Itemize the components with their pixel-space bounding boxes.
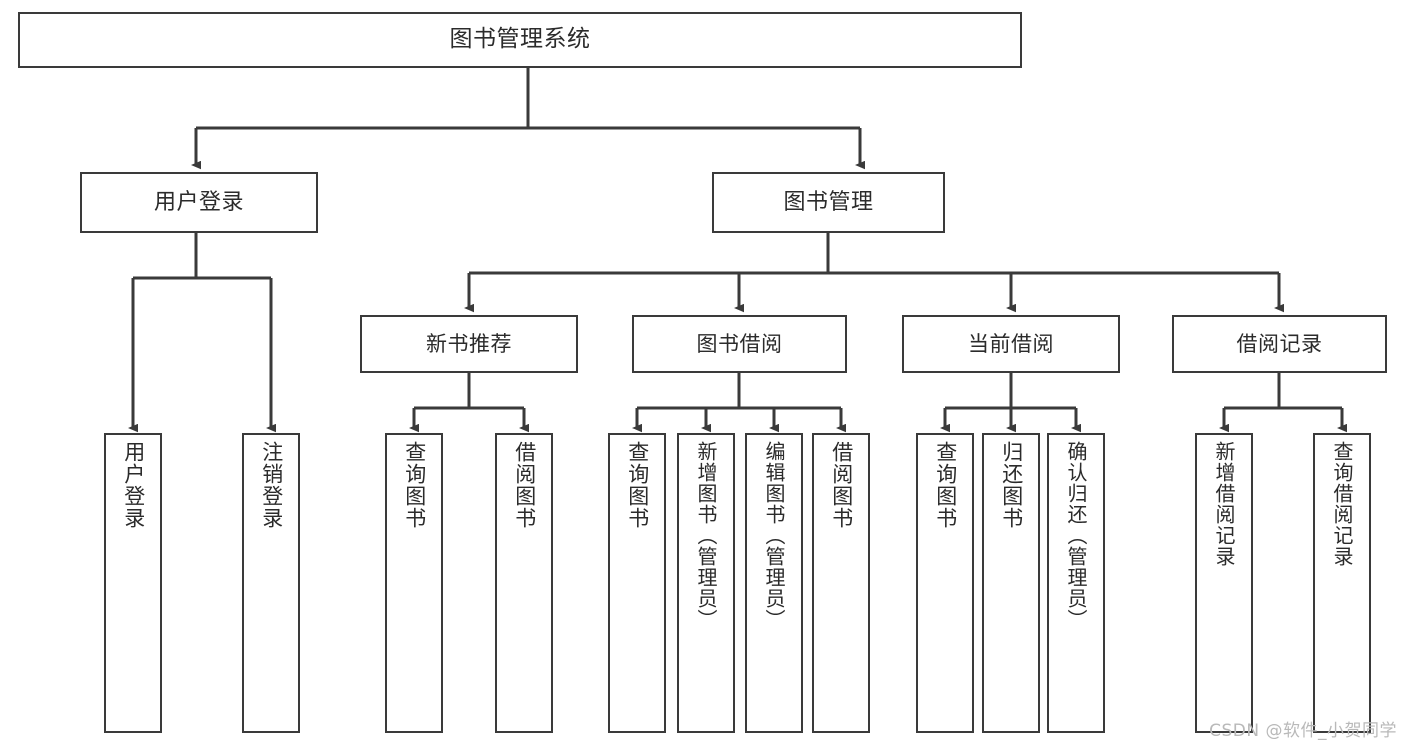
node-borrow-record[interactable]: 借阅记录 (1172, 315, 1387, 373)
node-user-login-label: 用户登录 (153, 189, 244, 215)
node-leaf-query-book-1[interactable]: 查询图书 (385, 433, 443, 733)
node-borrow-record-label: 借阅记录 (1236, 331, 1323, 356)
node-leaf-query-book-1-label: 查询图书 (402, 441, 427, 529)
node-leaf-query-book-3-label: 查询图书 (933, 441, 958, 529)
node-leaf-add-book-label: 新增图书（管理员） (694, 441, 718, 630)
node-leaf-add-book[interactable]: 新增图书（管理员） (677, 433, 735, 733)
node-leaf-return-book[interactable]: 归还图书 (982, 433, 1040, 733)
node-leaf-logout-label: 注销登录 (259, 441, 284, 529)
node-book-management[interactable]: 图书管理 (712, 172, 945, 233)
node-leaf-borrow-book-1-label: 借阅图书 (512, 441, 537, 529)
node-book-borrow-label: 图书借阅 (696, 331, 783, 356)
node-leaf-edit-book-label: 编辑图书（管理员） (762, 441, 786, 630)
node-leaf-borrow-book-2[interactable]: 借阅图书 (812, 433, 870, 733)
node-leaf-query-book-2[interactable]: 查询图书 (608, 433, 666, 733)
node-book-management-label: 图书管理 (783, 189, 874, 215)
node-root[interactable]: 图书管理系统 (18, 12, 1022, 68)
node-leaf-return-book-label: 归还图书 (999, 441, 1024, 529)
node-book-borrow[interactable]: 图书借阅 (632, 315, 847, 373)
node-leaf-add-borrow-record-label: 新增借阅记录 (1212, 441, 1236, 567)
node-leaf-user-login-label: 用户登录 (121, 441, 146, 529)
node-leaf-logout[interactable]: 注销登录 (242, 433, 300, 733)
node-leaf-confirm-return[interactable]: 确认归还（管理员） (1047, 433, 1105, 733)
node-leaf-query-borrow-record[interactable]: 查询借阅记录 (1313, 433, 1371, 733)
node-leaf-query-borrow-record-label: 查询借阅记录 (1330, 441, 1354, 567)
node-user-login[interactable]: 用户登录 (80, 172, 318, 233)
csdn-watermark: CSDN @软件_小贺同学 (1209, 721, 1397, 741)
node-leaf-borrow-book-2-label: 借阅图书 (829, 441, 854, 529)
node-root-label: 图书管理系统 (449, 26, 591, 53)
node-leaf-query-book-3[interactable]: 查询图书 (916, 433, 974, 733)
node-leaf-add-borrow-record[interactable]: 新增借阅记录 (1195, 433, 1253, 733)
node-new-book-recommend-label: 新书推荐 (426, 331, 512, 356)
node-current-borrow-label: 当前借阅 (968, 331, 1054, 356)
node-leaf-user-login[interactable]: 用户登录 (104, 433, 162, 733)
node-leaf-edit-book[interactable]: 编辑图书（管理员） (745, 433, 803, 733)
node-leaf-query-book-2-label: 查询图书 (625, 441, 650, 529)
node-leaf-borrow-book-1[interactable]: 借阅图书 (495, 433, 553, 733)
node-leaf-confirm-return-label: 确认归还（管理员） (1064, 441, 1088, 630)
node-current-borrow[interactable]: 当前借阅 (902, 315, 1120, 373)
node-new-book-recommend[interactable]: 新书推荐 (360, 315, 578, 373)
